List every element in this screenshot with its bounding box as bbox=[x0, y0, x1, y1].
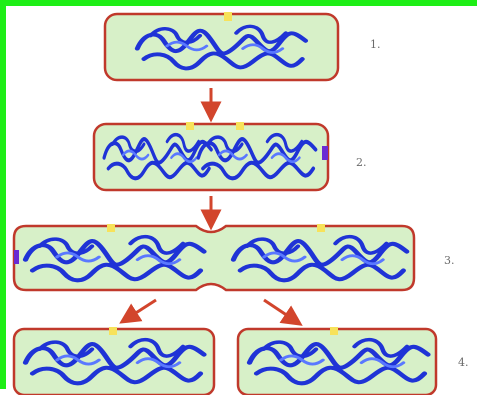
arrow-3-to-4b bbox=[263, 298, 303, 326]
arrow-3-to-4a bbox=[119, 298, 157, 324]
diagram-canvas bbox=[12, 12, 438, 395]
daughter-cell-right bbox=[236, 327, 438, 395]
origin-marker-right bbox=[317, 224, 325, 232]
origin-marker-d2 bbox=[330, 327, 338, 335]
origin-marker bbox=[224, 12, 232, 21]
step-label-1: 1. bbox=[370, 38, 381, 51]
origin-marker-a bbox=[186, 122, 194, 130]
cell-stage-2 bbox=[92, 122, 330, 192]
origin-marker-d1 bbox=[109, 327, 117, 335]
step-label-4: 4. bbox=[458, 356, 469, 369]
origin-marker-b bbox=[236, 122, 244, 130]
origin-marker-left bbox=[107, 224, 115, 232]
membrane-patch-left bbox=[14, 250, 19, 264]
membrane-patch bbox=[322, 146, 328, 160]
step-label-3: 3. bbox=[444, 254, 455, 267]
step-label-2: 2. bbox=[356, 156, 367, 169]
daughter-cell-left bbox=[12, 327, 216, 395]
cell-stage-1 bbox=[103, 12, 340, 82]
cell-stage-3 bbox=[12, 224, 416, 292]
